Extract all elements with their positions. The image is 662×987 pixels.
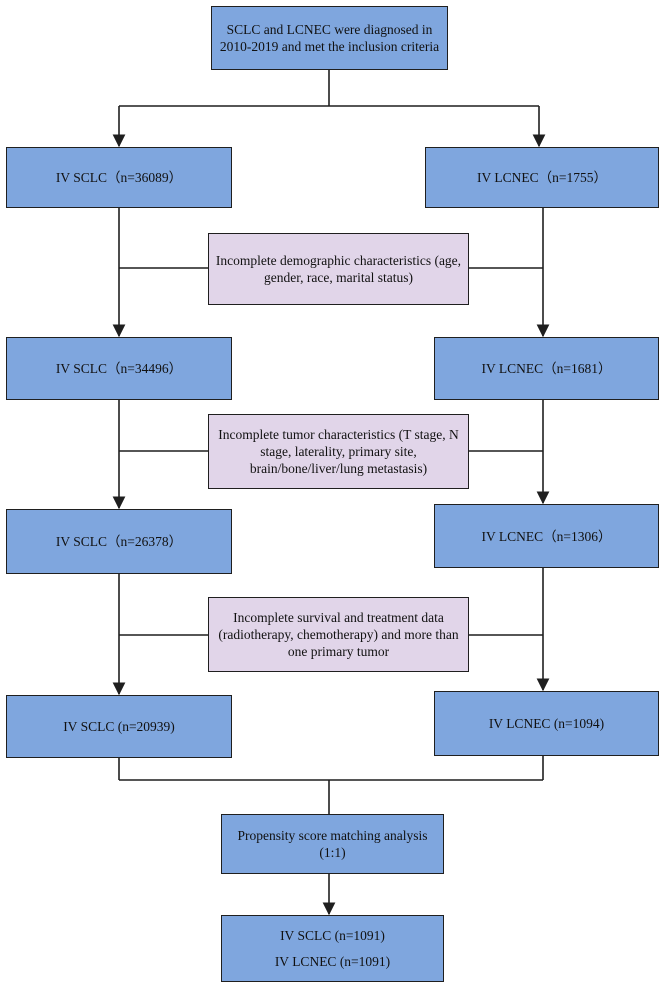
exclusion-3-box: Incomplete survival and treatment data (… — [208, 597, 469, 672]
sclc-step-1-box: IV SCLC（n=36089） — [6, 147, 232, 208]
inclusion-text: SCLC and LCNEC were diagnosed in 2010-20… — [219, 22, 440, 54]
final-box: IV SCLC (n=1091) IV LCNEC (n=1091) — [221, 915, 444, 982]
exclusion-2-box: Incomplete tumor characteristics (T stag… — [208, 414, 469, 489]
exclusion-1-text: Incomplete demographic characteristics (… — [215, 253, 462, 285]
inclusion-box: SCLC and LCNEC were diagnosed in 2010-20… — [211, 6, 448, 70]
sclc-step-4-box: IV SCLC (n=20939) — [6, 695, 232, 758]
lcnec-step-3-box: IV LCNEC（n=1306） — [434, 504, 659, 568]
psm-box: Propensity score matching analysis (1:1) — [221, 814, 444, 874]
sclc-step-4-text: IV SCLC (n=20939) — [63, 719, 175, 734]
exclusion-1-box: Incomplete demographic characteristics (… — [208, 233, 469, 305]
final-sclc-text: IV SCLC (n=1091) — [280, 928, 385, 943]
sclc-step-3-text: IV SCLC（n=26378） — [55, 534, 183, 549]
sclc-step-1-text: IV SCLC（n=36089） — [55, 170, 183, 185]
psm-text: Propensity score matching analysis (1:1) — [237, 828, 428, 860]
exclusion-2-text: Incomplete tumor characteristics (T stag… — [218, 427, 459, 476]
exclusion-3-text: Incomplete survival and treatment data (… — [218, 610, 459, 659]
lcnec-step-2-text: IV LCNEC（n=1681） — [481, 361, 612, 376]
lcnec-step-4-box: IV LCNEC (n=1094) — [434, 691, 659, 756]
final-lcnec-text: IV LCNEC (n=1091) — [274, 954, 391, 969]
sclc-step-3-box: IV SCLC（n=26378） — [6, 509, 232, 574]
lcnec-step-3-text: IV LCNEC（n=1306） — [481, 528, 612, 544]
lcnec-step-4-text: IV LCNEC (n=1094) — [488, 716, 605, 731]
lcnec-step-2-box: IV LCNEC（n=1681） — [434, 337, 659, 400]
sclc-step-2-box: IV SCLC（n=34496） — [6, 337, 232, 400]
lcnec-step-1-box: IV LCNEC（n=1755） — [425, 147, 659, 208]
sclc-step-2-text: IV SCLC（n=34496） — [55, 361, 183, 376]
lcnec-step-1-text: IV LCNEC（n=1755） — [477, 170, 607, 185]
